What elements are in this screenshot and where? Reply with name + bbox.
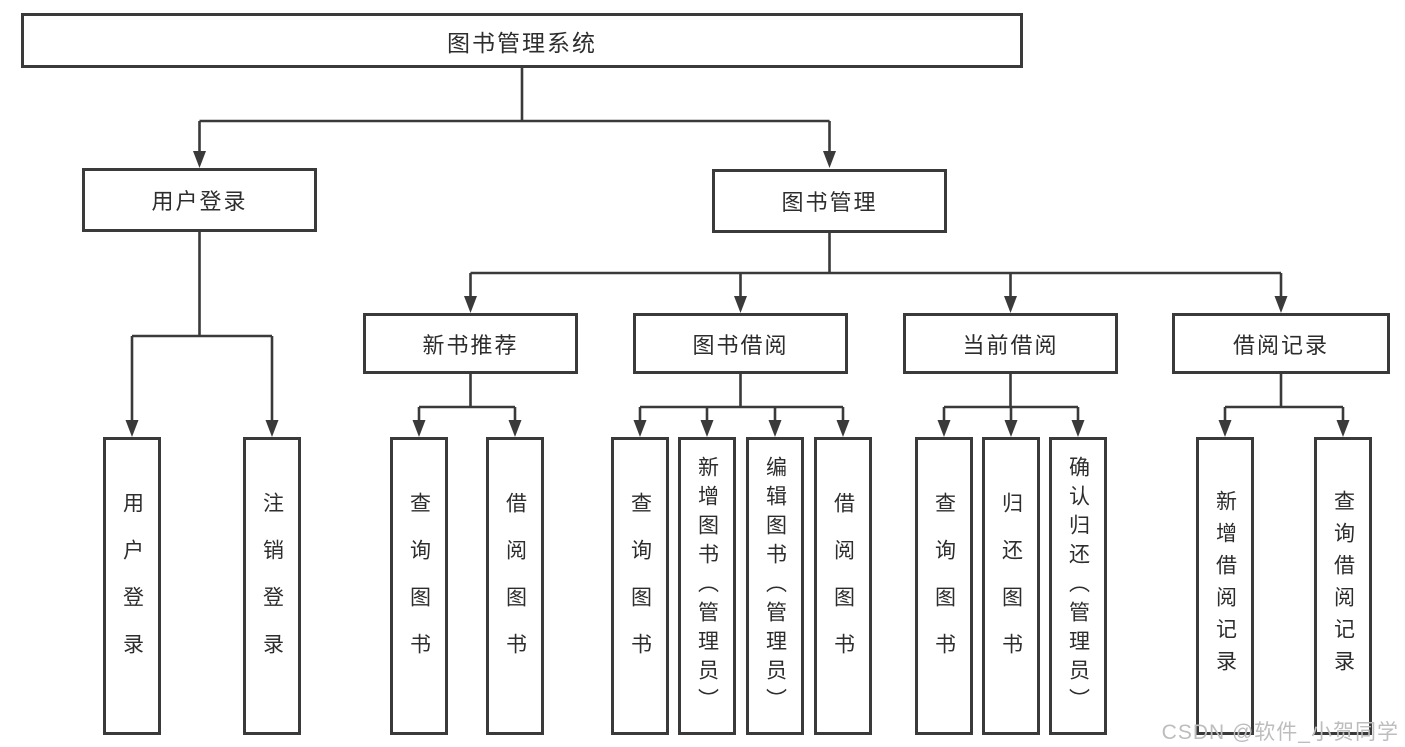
node-label: 用户登录 [120, 492, 144, 680]
node-label: 图书借阅 [692, 332, 789, 358]
node-borrow-books-leaf: 借阅图书 [814, 437, 872, 735]
node-label: 当前借阅 [962, 332, 1059, 358]
node-query-books-recommend: 查询图书 [390, 437, 448, 735]
node-label: 新书推荐 [422, 332, 519, 358]
node-label: 查询借阅记录 [1331, 490, 1355, 682]
node-book-management: 图书管理 [712, 169, 947, 233]
node-label: 用户登录 [151, 189, 248, 214]
node-label: 查询图书 [628, 492, 652, 680]
node-label: 编辑图书（管理员） [763, 455, 787, 717]
node-borrow-books-recommend: 借阅图书 [486, 437, 544, 735]
node-user-login: 用户登录 [82, 168, 317, 232]
node-book-borrowing: 图书借阅 [633, 313, 848, 374]
node-new-book-recommendation: 新书推荐 [363, 313, 578, 374]
node-logout: 注销登录 [243, 437, 301, 735]
node-label: 归还图书 [999, 492, 1023, 680]
node-add-borrow-record: 新增借阅记录 [1196, 437, 1254, 735]
node-edit-books-admin: 编辑图书（管理员） [746, 437, 804, 735]
node-return-books: 归还图书 [982, 437, 1040, 735]
node-label: 查询图书 [407, 492, 431, 680]
node-label: 借阅记录 [1232, 332, 1329, 358]
node-query-books-current: 查询图书 [915, 437, 973, 735]
node-label: 查询图书 [932, 492, 956, 680]
node-label: 确认归还（管理员） [1066, 455, 1090, 717]
node-library-management-system: 图书管理系统 [21, 13, 1023, 68]
node-label: 借阅图书 [503, 492, 527, 680]
node-label: 图书管理系统 [447, 29, 597, 56]
node-label: 新增图书（管理员） [695, 455, 719, 717]
node-query-borrow-record: 查询借阅记录 [1314, 437, 1372, 735]
node-add-books-admin: 新增图书（管理员） [678, 437, 736, 735]
node-confirm-return-admin: 确认归还（管理员） [1049, 437, 1107, 735]
node-query-books-borrow: 查询图书 [611, 437, 669, 735]
node-label: 借阅图书 [831, 492, 855, 680]
node-label: 注销登录 [260, 492, 284, 680]
arrowheads [125, 151, 1350, 437]
csdn-watermark: CSDN @软件_小贺同学 [1161, 721, 1399, 744]
node-user-login-leaf: 用户登录 [103, 437, 161, 735]
node-current-borrowing: 当前借阅 [903, 313, 1118, 374]
node-borrowing-records: 借阅记录 [1172, 313, 1390, 374]
node-label: 新增借阅记录 [1213, 490, 1237, 682]
node-label: 图书管理 [781, 190, 878, 215]
